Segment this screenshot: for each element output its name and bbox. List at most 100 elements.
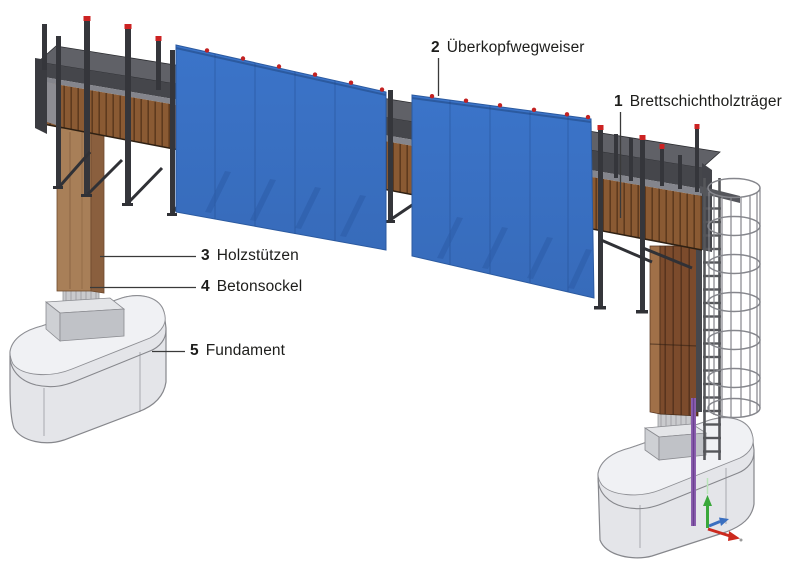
ladder	[703, 178, 721, 460]
red-marker	[639, 135, 646, 140]
brace-shadow	[295, 187, 321, 229]
brace-shadow	[205, 171, 231, 213]
right-column-front	[659, 245, 699, 417]
brace-shadow	[568, 249, 592, 289]
cage-bars	[708, 188, 761, 418]
label-betonsockel: 4 Betonsockel	[201, 278, 302, 296]
label-number: 2	[431, 39, 440, 56]
label-ueberkopfwegweiser: 2 Überkopfwegweiser	[431, 39, 585, 57]
brace	[58, 151, 92, 187]
post-hanger	[170, 50, 175, 215]
post-red-markers	[83, 16, 700, 149]
right-column-edge-face	[649, 245, 661, 415]
mount-dot	[463, 98, 469, 103]
brace-shadow	[250, 179, 276, 221]
mount-dot	[204, 48, 210, 53]
mount-dot	[379, 87, 385, 92]
post-hanger	[598, 129, 603, 308]
foot	[81, 194, 92, 197]
post	[678, 155, 682, 189]
post	[629, 138, 633, 181]
post-hanger-gap	[388, 90, 393, 222]
support-posts	[42, 16, 700, 312]
label-text: Fundament	[205, 342, 286, 359]
axis-x-tick	[739, 538, 743, 542]
sign-panel-face	[411, 94, 595, 299]
safety-cage	[707, 177, 761, 419]
panel-seams	[214, 53, 336, 241]
hanger-feet	[53, 186, 648, 314]
axis-z-arrowhead-icon	[703, 495, 712, 506]
red-marker	[155, 36, 162, 41]
label-brettschichtholztraeger: 1 Brettschichtholzträger	[614, 93, 782, 111]
brace-shadow	[437, 217, 463, 259]
foot	[636, 310, 648, 314]
post	[614, 134, 618, 178]
post	[156, 40, 161, 90]
right-pedestal	[643, 411, 708, 461]
brace-shadow	[340, 195, 366, 237]
label-number: 1	[614, 93, 623, 110]
post-hanger	[84, 20, 90, 196]
foot	[385, 220, 395, 223]
right-column	[649, 190, 702, 417]
label-fundament: 5 Fundament	[190, 342, 285, 360]
ladder-rungs	[703, 192, 721, 460]
leader-lines	[90, 58, 622, 353]
right-foundation-rim	[597, 451, 755, 510]
left-column-side	[90, 127, 105, 294]
post	[42, 24, 47, 70]
left-pedestal-side	[59, 308, 125, 342]
right-column-joint	[649, 343, 699, 347]
brace-shadow	[527, 237, 553, 279]
mount-dot	[497, 103, 503, 108]
axis-y-arrow-icon	[708, 520, 721, 528]
label-holzstuetzen: 3 Holzstützen	[201, 247, 299, 265]
label-number: 3	[201, 247, 210, 264]
axis-x-arrowhead-icon	[728, 531, 740, 541]
mount-dot	[429, 94, 435, 99]
axis-x-arrow-icon	[707, 527, 731, 538]
panel-mount-dots	[429, 94, 591, 120]
mount-dot	[531, 107, 537, 113]
foot	[122, 203, 133, 206]
sign-panel-2	[411, 94, 595, 299]
mount-dot	[312, 72, 318, 77]
foot	[167, 213, 177, 216]
panel-brace-shadows	[437, 217, 592, 289]
mount-dot	[564, 112, 570, 117]
sign-panel-1	[175, 44, 387, 251]
left-pedestal	[44, 283, 126, 342]
brace	[86, 158, 124, 196]
post-hanger	[640, 139, 645, 312]
label-number: 4	[201, 278, 210, 295]
mount-dot	[348, 80, 354, 85]
label-text: Holzstützen	[216, 247, 299, 264]
right-pedestal-side	[658, 432, 707, 461]
foot	[594, 306, 606, 310]
post-hanger	[56, 36, 61, 188]
brace	[642, 246, 693, 270]
left-column	[56, 127, 105, 294]
brace	[600, 238, 653, 264]
label-text: Betonsockel	[216, 278, 303, 295]
label-text: Brettschichtholzträger	[629, 93, 782, 110]
post-hanger	[125, 28, 131, 205]
label-text: Überkopfwegweiser	[446, 39, 585, 56]
red-marker	[124, 24, 132, 29]
red-marker	[659, 144, 665, 149]
brace-shadow	[482, 227, 508, 269]
panel-brace-shadows	[205, 171, 366, 237]
mount-dot	[585, 114, 591, 120]
beam-left-end-plate	[35, 58, 47, 134]
red-marker	[83, 16, 91, 21]
panel-top-rail	[175, 47, 387, 96]
panel-top-rail	[411, 97, 592, 123]
right-steel-channel	[696, 190, 702, 412]
panel-mount-dots	[204, 48, 385, 92]
red-marker	[694, 124, 700, 129]
left-foundation-rim	[9, 329, 167, 388]
axis-y-arrowhead-icon	[719, 517, 729, 526]
